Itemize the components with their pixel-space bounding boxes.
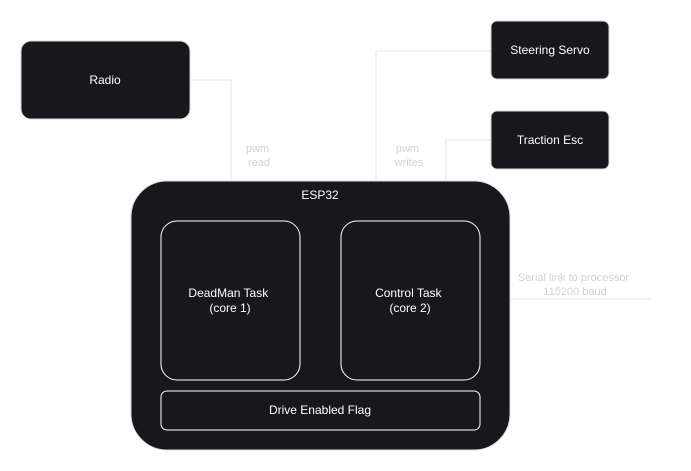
steering-servo-connector bbox=[375, 50, 491, 222]
deadman-task-label-line2: (core 1) bbox=[209, 301, 250, 315]
traction-esc-label: Traction Esc bbox=[517, 133, 583, 147]
serial-link-label-line2: 115200 baud bbox=[543, 286, 606, 298]
pwm-writes-label-line2: writes bbox=[394, 157, 424, 169]
pwm-writes-label: pwm writes bbox=[394, 143, 424, 169]
steering-servo-label: Steering Servo bbox=[510, 43, 590, 57]
deadman-task-label-line1: DeadMan Task bbox=[188, 286, 269, 300]
control-task-label: Control Task (core 2) bbox=[375, 286, 445, 315]
pwm-writes-label-line1: pwm bbox=[396, 143, 419, 155]
deadman-task-node: DeadMan Task (core 1) bbox=[160, 220, 301, 381]
pwm-read-label-line2: read bbox=[248, 157, 270, 169]
esp32-label: ESP32 bbox=[301, 188, 339, 202]
drive-enabled-flag-label: Drive Enabled Flag bbox=[269, 403, 371, 417]
traction-esc-node: Traction Esc bbox=[490, 110, 610, 170]
radio-label: Radio bbox=[89, 73, 121, 87]
control-task-node: Control Task (core 2) bbox=[340, 220, 481, 381]
pwm-read-label: pwm read bbox=[246, 143, 272, 169]
serial-link-label: Serial link to processor 115200 baud bbox=[518, 272, 632, 298]
control-task-label-line2: (core 2) bbox=[389, 301, 430, 315]
pwm-read-label-line1: pwm bbox=[246, 143, 269, 155]
control-task-label-line1: Control Task bbox=[375, 286, 442, 300]
drive-enabled-flag-node: Drive Enabled Flag bbox=[160, 390, 481, 431]
deadman-task-label: DeadMan Task (core 1) bbox=[188, 286, 271, 315]
radio-node: Radio bbox=[20, 40, 191, 120]
steering-servo-node: Steering Servo bbox=[490, 20, 610, 80]
serial-link-label-line1: Serial link to processor bbox=[518, 272, 630, 284]
radio-to-deadman-connector bbox=[190, 79, 232, 222]
